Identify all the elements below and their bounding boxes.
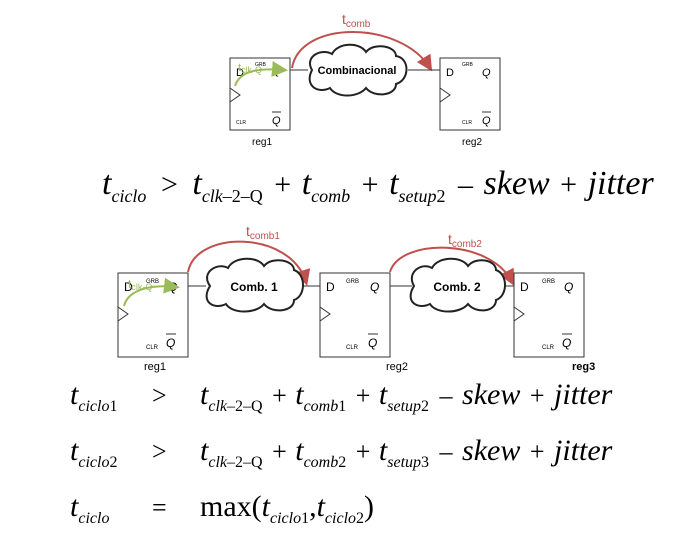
reg1b-d-pin: D — [124, 280, 133, 294]
svg-text:tciclo1 > tclk–2–Q: tciclo1 > tclk–2–Q + tcomb1 + tsetup2 – … — [70, 378, 613, 418]
reg1-clr-label: CLR — [236, 120, 246, 126]
reg2-q-pin: Q — [482, 67, 491, 79]
tclkq-arrow — [234, 61, 288, 87]
comb2-label: Comb. 2 — [433, 280, 481, 294]
reg3-flipflop: D Q GRB CLR Q reg3 — [513, 272, 595, 373]
reg3-name: reg3 — [572, 361, 595, 373]
combinational-cloud: Combinacional — [308, 43, 408, 97]
reg2-name: reg2 — [462, 137, 482, 148]
diagram-2: tcomb1 tcomb2 D Q GRB CLR Q reg1 tclk-Q … — [117, 223, 595, 373]
reg1-q-pin: Q — [272, 65, 281, 77]
reg2b-qbar-pin: Q — [368, 336, 377, 350]
diagram-1: tcomb D Q GRB CLR Q reg1 tclk-Q Combinac… — [229, 11, 501, 148]
comb1-label: Comb. 1 — [230, 280, 278, 294]
tcomb1-arrow — [187, 240, 311, 286]
reg1-name: reg1 — [252, 137, 272, 148]
tcomb2-arrow — [389, 246, 514, 286]
reg2b-grb-label: GRB — [346, 279, 359, 285]
svg-text:tciclo2 > tclk–2–Q: tciclo2 > tclk–2–Q + tcomb2 + tsetup3 – … — [70, 434, 613, 474]
reg2b-flipflop: D Q GRB CLR Q reg2 — [319, 272, 408, 373]
reg1b-grb-label: GRB — [146, 279, 159, 285]
reg1-d-pin: D — [236, 67, 244, 79]
reg2b-q-pin: Q — [370, 280, 379, 294]
tclkq-label: tclk-Q — [238, 62, 262, 75]
reg2-flipflop: D Q GRB CLR Q reg2 — [439, 57, 501, 148]
tcomb-arrow — [291, 31, 433, 72]
svg-text:tciclo = max(tcicl: tciclo = max(tciclo1,tciclo2) — [70, 490, 374, 530]
reg1b-clr-label: CLR — [146, 345, 159, 351]
reg2b-clr-label: CLR — [346, 345, 359, 351]
reg3-d-pin: D — [520, 280, 529, 294]
equation-1: tciclo > tclk–2–Q + tcomb + tsetup2 – sk… — [102, 165, 654, 210]
reg1-grb-label: GRB — [255, 62, 267, 68]
cloud-label: Combinacional — [318, 65, 397, 77]
reg2b-d-pin: D — [326, 280, 335, 294]
tcomb2-label: tcomb2 — [448, 231, 482, 250]
comb2-cloud: Comb. 2 — [409, 257, 506, 313]
reg2-clr-label: CLR — [462, 120, 472, 126]
comb1-cloud: Comb. 1 — [205, 257, 304, 313]
reg3-q-pin: Q — [564, 280, 573, 294]
reg2-grb-label: GRB — [462, 62, 474, 68]
reg1-qbar-pin: Q — [272, 115, 281, 127]
tcomb-label: tcomb — [342, 11, 371, 30]
tclkq2-arrow — [123, 277, 180, 307]
equation-row-1: tciclo1 > tclk–2–Q + tcomb1 + tsetup2 – … — [70, 378, 613, 418]
reg1-flipflop: D Q GRB CLR Q reg1 tclk-Q — [229, 57, 291, 148]
equation-row-3: tciclo = max(tciclo1,tciclo2) — [70, 490, 374, 530]
reg2b-name: reg2 — [386, 361, 408, 373]
reg2-qbar-pin: Q — [482, 115, 491, 127]
reg2-d-pin: D — [446, 67, 454, 79]
reg1b-qbar-pin: Q — [166, 336, 175, 350]
reg1b-flipflop: D Q GRB CLR Q reg1 tclk-Q — [117, 272, 189, 373]
reg3-grb-label: GRB — [542, 279, 555, 285]
reg3-qbar-pin: Q — [562, 336, 571, 350]
tclkq2-label: tclk-Q — [128, 277, 152, 292]
tcomb1-label: tcomb1 — [246, 223, 280, 242]
svg-text:tciclo > tclk–2–Q: tciclo > tclk–2–Q + tcomb + tsetup2 – sk… — [102, 165, 654, 210]
equation-row-2: tciclo2 > tclk–2–Q + tcomb2 + tsetup3 – … — [70, 434, 613, 474]
reg1b-name: reg1 — [144, 361, 166, 373]
reg3-clr-label: CLR — [542, 345, 555, 351]
